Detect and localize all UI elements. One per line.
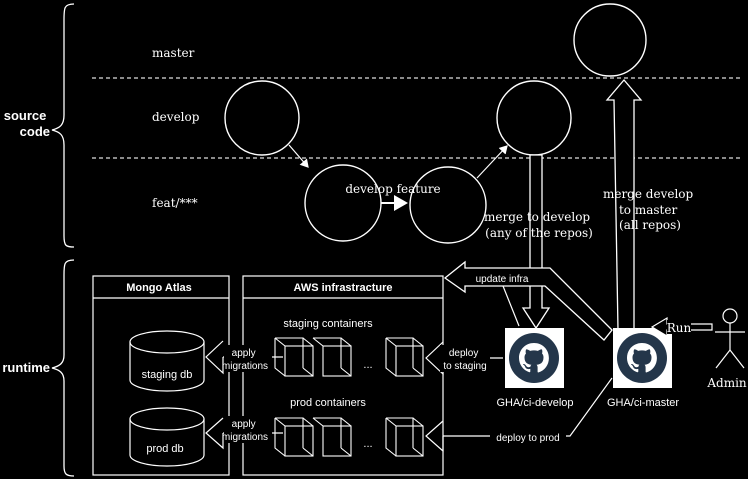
prod-container-1 [274,417,314,457]
commit-feature-1 [304,164,382,242]
staging-container-1 [274,337,314,377]
line-ci-develop-update-infra [502,285,520,327]
staging-containers-label: staging containers [283,318,373,330]
arrow-develop-to-ci-develop [521,154,551,330]
label-bg-migrations-prod [224,416,272,443]
staging-db-label: staging db [142,369,193,381]
label-admin: Admin [706,376,747,390]
label-bg-migrations-staging [224,345,272,372]
arrow-develop-to-feature [288,144,309,168]
label-update-infra: update infra [476,274,529,285]
prod-container-n [385,417,424,457]
aws-title: AWS infrastracture [293,282,392,294]
stick-figure-icon [715,308,745,369]
label-develop-feature: develop feature [345,182,440,196]
section-label-source-code: source code [4,108,50,139]
commit-feature-2 [409,166,487,244]
label-merge-develop-to-master: merge develop to master (all repos) [603,187,697,232]
ci-master-node[interactable] [613,328,672,388]
commit-develop-merge [496,80,572,156]
label-apply-migrations-staging: apply migrations [222,348,268,372]
arrow-ci-master-to-master [605,78,643,331]
source-code-brace [51,3,75,248]
commit-develop-start [224,80,300,156]
github-icon [509,333,559,383]
prod-db-label: prod db [146,443,183,455]
ci-develop-label: GHA/ci-develop [496,397,573,409]
mongo-atlas-box [92,275,230,476]
staging-container-n [385,337,424,377]
staging-ellipsis: ... [363,359,372,371]
github-octocat-mark [627,343,657,373]
ci-develop-node[interactable] [505,328,564,388]
section-label-runtime: runtime [2,360,50,375]
commit-master [573,3,647,77]
prod-containers-label: prod containers [290,397,366,409]
label-bg-run [667,320,691,334]
ci-master-label: GHA/ci-master [607,397,679,409]
label-bg-deploy-staging [440,345,490,372]
arrow-deploy-to-prod [425,377,613,453]
prod-db-cylinder [129,407,205,467]
github-octocat-mark [519,343,549,373]
prod-container-2 [312,417,352,457]
branch-label-feature: feat/*** [152,196,198,210]
branch-label-master: master [152,46,195,60]
branch-label-develop: develop [152,110,200,124]
label-deploy-to-staging: deploy to staging [443,348,486,372]
label-bg-update-infra [473,272,531,285]
staging-container-2 [312,337,352,377]
label-bg-deploy-prod [490,431,566,444]
label-merge-to-develop: merge to develop (any of the repos) [484,210,594,240]
label-deploy-to-prod: deploy to prod [496,433,559,444]
github-icon [617,333,667,383]
mongo-atlas-title: Mongo Atlas [126,282,192,294]
staging-db-cylinder [129,330,205,392]
label-run: Run [667,321,692,335]
arrow-feature-to-develop [476,145,508,179]
runtime-brace [51,259,75,477]
label-apply-migrations-prod: apply migrations [222,419,268,443]
aws-box [242,275,444,476]
prod-ellipsis: ... [363,438,372,450]
